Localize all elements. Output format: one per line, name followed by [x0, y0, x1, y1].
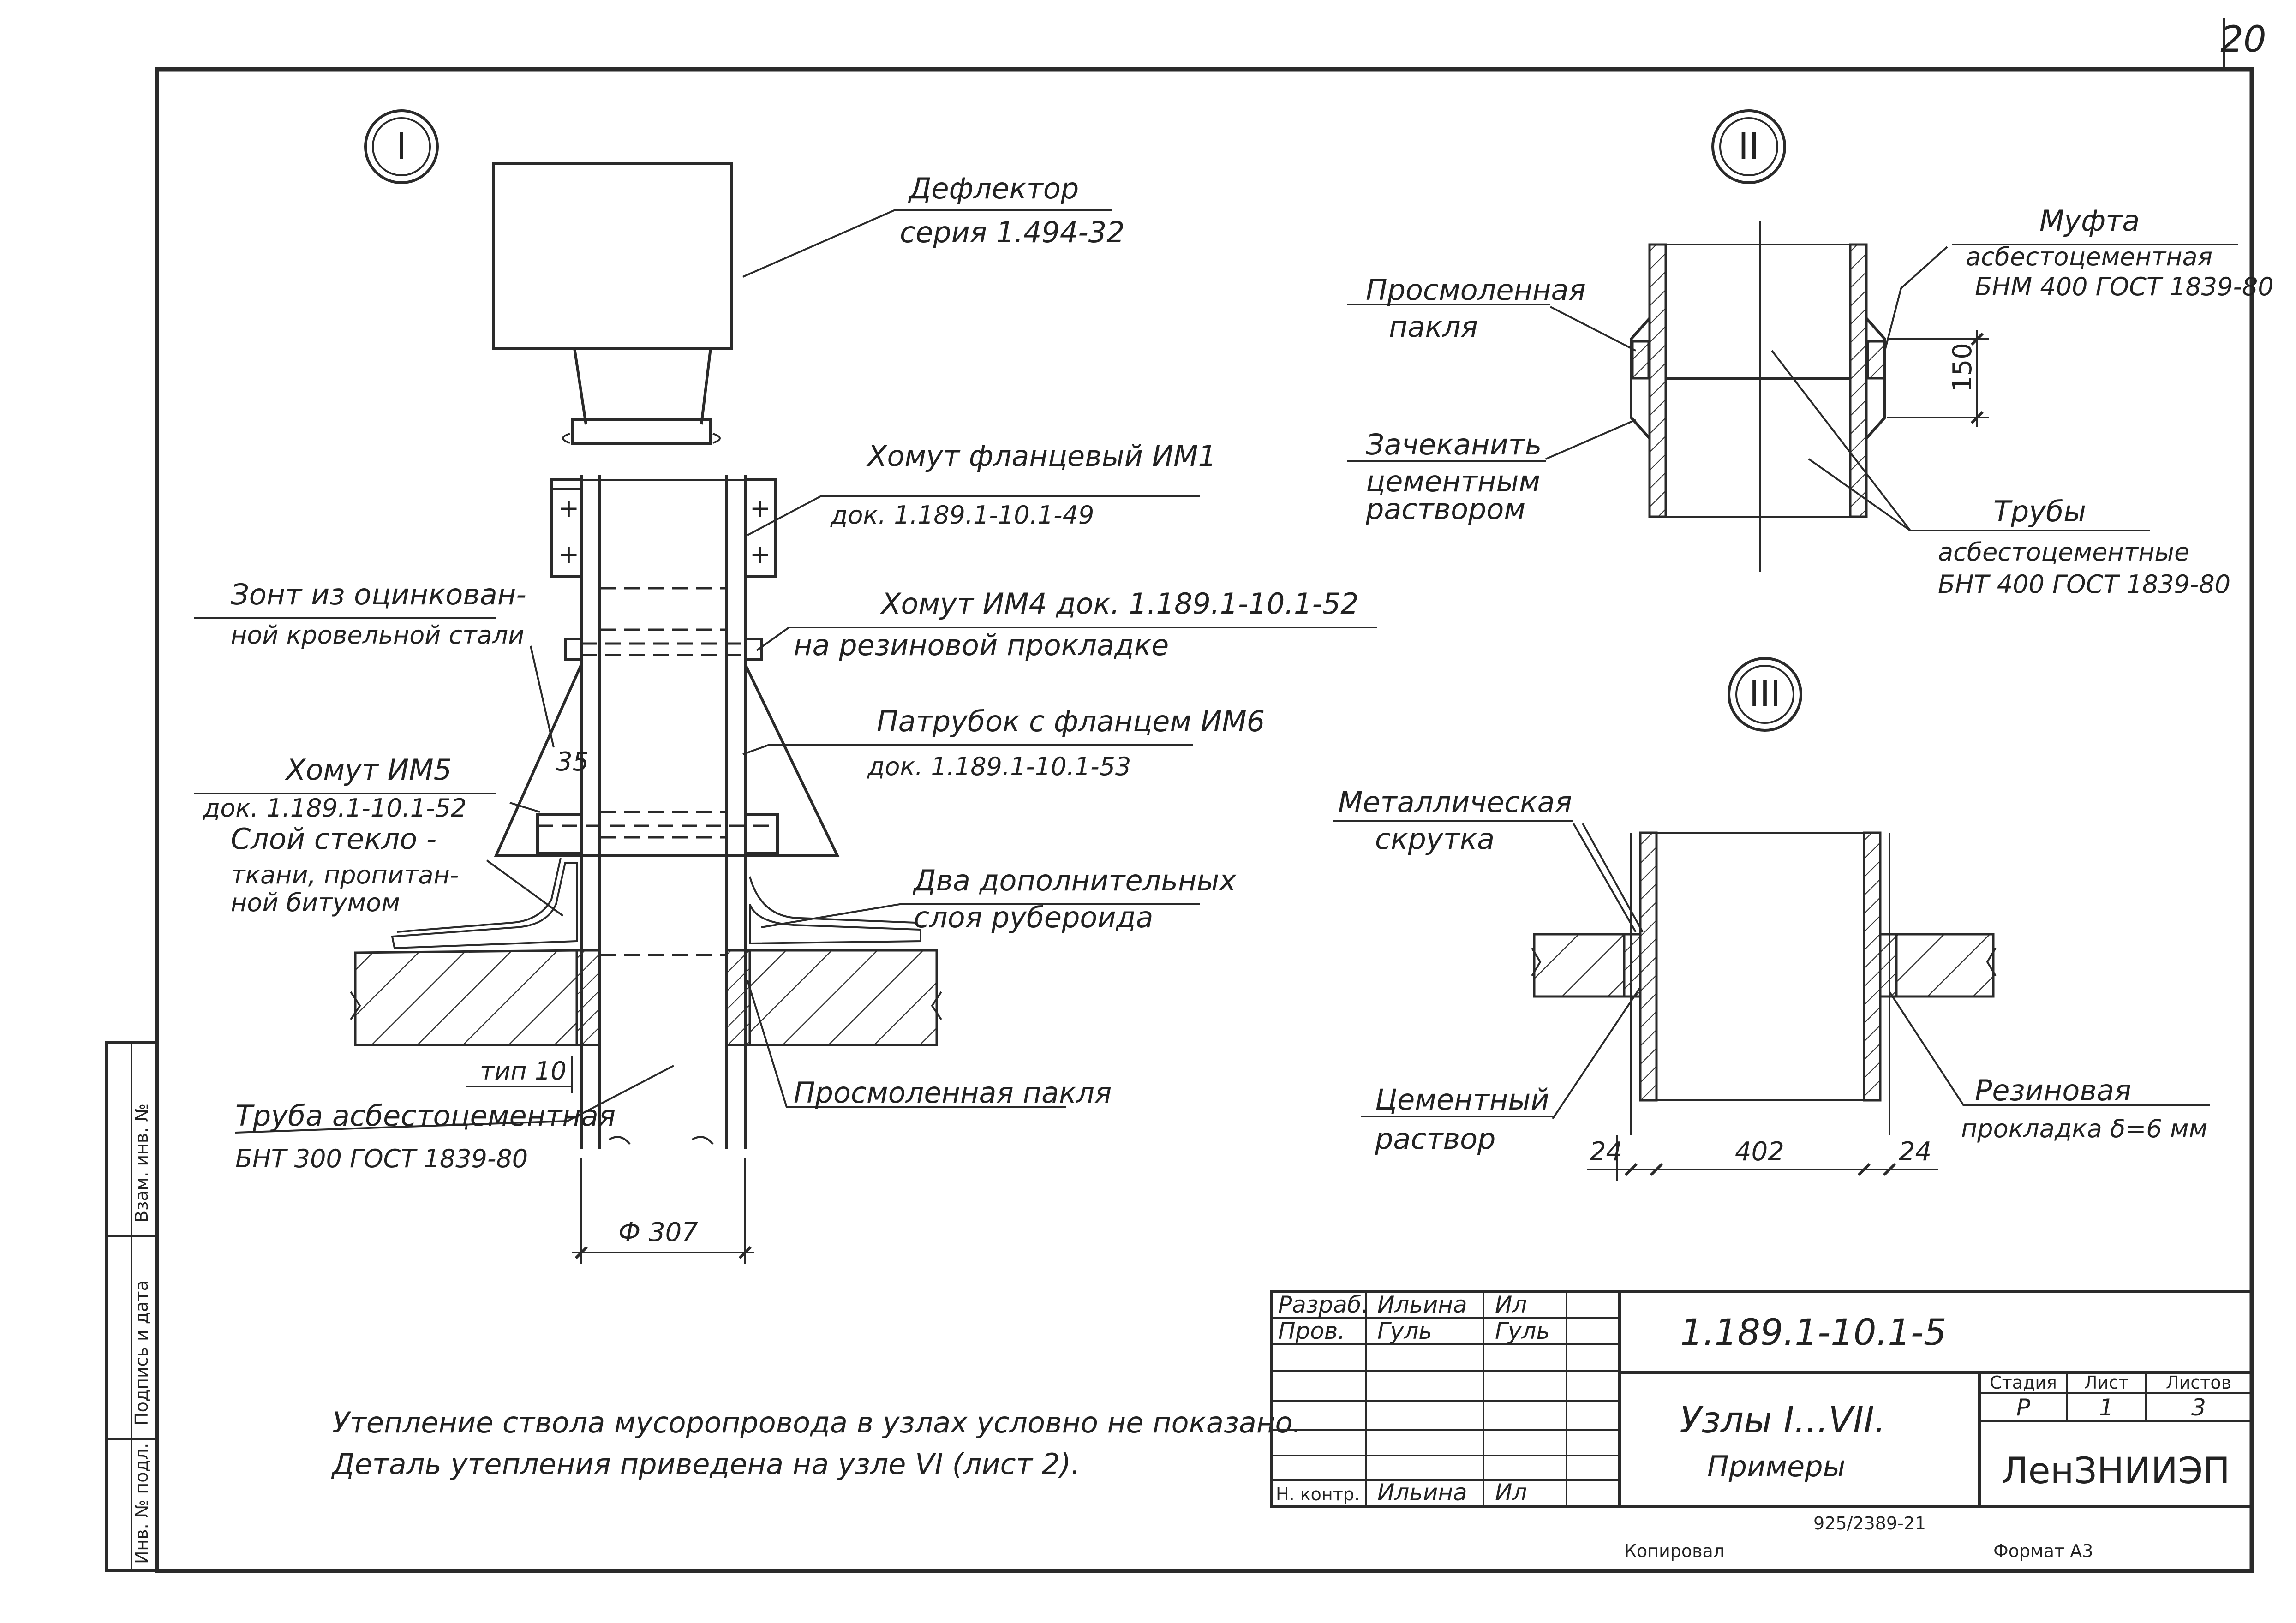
tb-sheets: 3 — [2191, 1394, 2206, 1421]
tb-sign-1: Ил — [1495, 1291, 1527, 1318]
label-two-layers-1: Два дополнительных — [912, 864, 1237, 897]
label-two-layers-2: слоя рубероида — [914, 901, 1154, 934]
label-rubber-gasket-1: Резиновая — [1975, 1074, 2131, 1107]
label-coupling-3: БНМ 400 ГОСТ 1839-80 — [1975, 272, 2274, 301]
tb-title-1: Узлы I...VII. — [1680, 1400, 1886, 1441]
tb-role-6: Н. контр. — [1276, 1484, 1360, 1504]
dimension-35: 35 — [556, 747, 589, 777]
tb-sheet-header: Лист — [2084, 1372, 2129, 1393]
label-pipes-n2-3: БНТ 400 ГОСТ 1839-80 — [1938, 570, 2230, 599]
label-pipe-2: БНТ 300 ГОСТ 1839-80 — [235, 1144, 528, 1173]
tb-role-1: Разраб. — [1278, 1291, 1369, 1318]
tb-role-2: Пров. — [1278, 1318, 1345, 1344]
dimension-402: 402 — [1735, 1137, 1784, 1167]
label-fiberglass-3: ной битумом — [231, 888, 400, 917]
page-number: 20 — [2220, 19, 2266, 60]
tb-stage-header: Стадия — [1990, 1372, 2057, 1393]
tb-format: Формат А3 — [1993, 1541, 2093, 1561]
dimension-d307: Ф 307 — [618, 1217, 698, 1247]
strip-cell-2: Подпись и дата — [132, 1280, 152, 1426]
label-clamp-im4: Хомут ИМ4 док. 1.189.1-10.1-52 — [880, 587, 1359, 621]
label-fiberglass-1: Слой стекло - — [231, 822, 436, 856]
drawing-frame: 20 Взам. инв. № Подпись и дата Инв. № по… — [105, 18, 2266, 1573]
tb-archive-number: 925/2389-21 — [1813, 1513, 1926, 1533]
label-coupling-1: Муфта — [2039, 204, 2140, 238]
label-cement-mortar-1: Цементный — [1375, 1083, 1549, 1116]
label-branch-im6: Патрубок с фланцем ИМ6 — [877, 704, 1265, 738]
label-metal-twist-1: Металлическая — [1338, 785, 1572, 819]
general-notes: Утепление ствола мусоропровода в узлах у… — [331, 1406, 1302, 1481]
label-tar-oakum-n2-2: пакля — [1389, 310, 1478, 344]
tb-title-2: Примеры — [1707, 1450, 1846, 1483]
label-umbrella-2: ной кровельной стали — [231, 621, 524, 650]
tb-doc-code: 1.189.1-10.1-5 — [1680, 1312, 1946, 1354]
strip-cell-1: Взам. инв. № — [132, 1104, 152, 1223]
tb-sheets-header: Листов — [2166, 1372, 2231, 1393]
label-umbrella-1: Зонт из оцинкован- — [231, 578, 526, 611]
label-branch-im6-doc: док. 1.189.1-10.1-53 — [867, 752, 1131, 781]
svg-text:+: + — [750, 494, 771, 523]
tb-copied-by: Копировал — [1624, 1541, 1724, 1561]
label-caulk-1: Зачеканить — [1366, 428, 1542, 461]
dimension-tip10: тип 10 — [480, 1056, 567, 1086]
svg-text:+: + — [750, 540, 771, 569]
dimension-24b: 24 — [1899, 1137, 1931, 1167]
node-3-marker: III — [1749, 674, 1781, 715]
tb-sign-2: Гуль — [1495, 1318, 1550, 1344]
label-pipes-n2-2: асбестоцементные — [1938, 537, 2189, 567]
strip-cell-3: Инв. № подл. — [132, 1443, 152, 1564]
title-block: Разраб. Ильина Ил Пров. Гуль Гуль Н. кон… — [1270, 1290, 2253, 1561]
tb-sign-6: Ил — [1495, 1479, 1527, 1506]
tb-name-1: Ильина — [1377, 1291, 1467, 1318]
label-clamp-im5-doc: док. 1.189.1-10.1-52 — [203, 794, 466, 823]
dimension-24a: 24 — [1590, 1137, 1622, 1167]
label-rubber-gasket-2: прокладка δ=6 мм — [1961, 1114, 2207, 1143]
label-clamp-im1: Хомут фланцевый ИМ1 — [866, 439, 1216, 473]
tb-stage: Р — [2016, 1394, 2031, 1421]
node-1-marker: I — [396, 126, 407, 167]
label-deflector-series: серия 1.494-32 — [900, 215, 1125, 249]
tb-name-2: Гуль — [1377, 1318, 1432, 1344]
label-clamp-im1-doc: док. 1.189.1-10.1-49 — [830, 501, 1094, 530]
note-line-1: Утепление ствола мусоропровода в узлах у… — [332, 1406, 1302, 1439]
node-1-detail: I + + + + 35 — [194, 109, 1377, 1264]
svg-text:+: + — [558, 494, 579, 523]
tb-name-6: Ильина — [1377, 1479, 1467, 1506]
label-caulk-2: цементным — [1366, 465, 1540, 498]
node-3-detail: III 24 402 24 Металлическая скрутка Цеме… — [1333, 657, 2210, 1181]
label-cement-mortar-2: раствор — [1375, 1122, 1495, 1156]
node-2-marker: II — [1738, 126, 1759, 167]
svg-text:+: + — [558, 540, 579, 569]
label-coupling-2: асбестоцементная — [1966, 242, 2212, 271]
label-clamp-im5: Хомут ИМ5 — [285, 753, 452, 787]
label-pipes-n2-1: Трубы — [1993, 495, 2086, 528]
tb-organization: ЛенЗНИИЭП — [2001, 1450, 2230, 1492]
label-clamp-im4-2: на резиновой прокладке — [794, 628, 1169, 662]
label-pipe-1: Труба асбестоцементная — [235, 1099, 616, 1133]
label-deflector: Дефлектор — [908, 172, 1079, 205]
node-2-detail: II 150 Просмоленная пакля Зачеканить цем… — [1347, 109, 2274, 599]
label-tar-oakum-n2-1: Просмоленная — [1366, 273, 1586, 307]
label-fiberglass-2: ткани, пропитан- — [231, 860, 459, 889]
dimension-150: 150 — [1948, 343, 1978, 392]
tb-sheet: 1 — [2099, 1394, 2114, 1421]
label-tar-oakum: Просмоленная пакля — [794, 1076, 1112, 1110]
label-metal-twist-2: скрутка — [1375, 822, 1495, 856]
note-line-2: Деталь утепления приведена на узле VI (л… — [331, 1447, 1080, 1481]
label-caulk-3: раствором — [1365, 492, 1525, 526]
